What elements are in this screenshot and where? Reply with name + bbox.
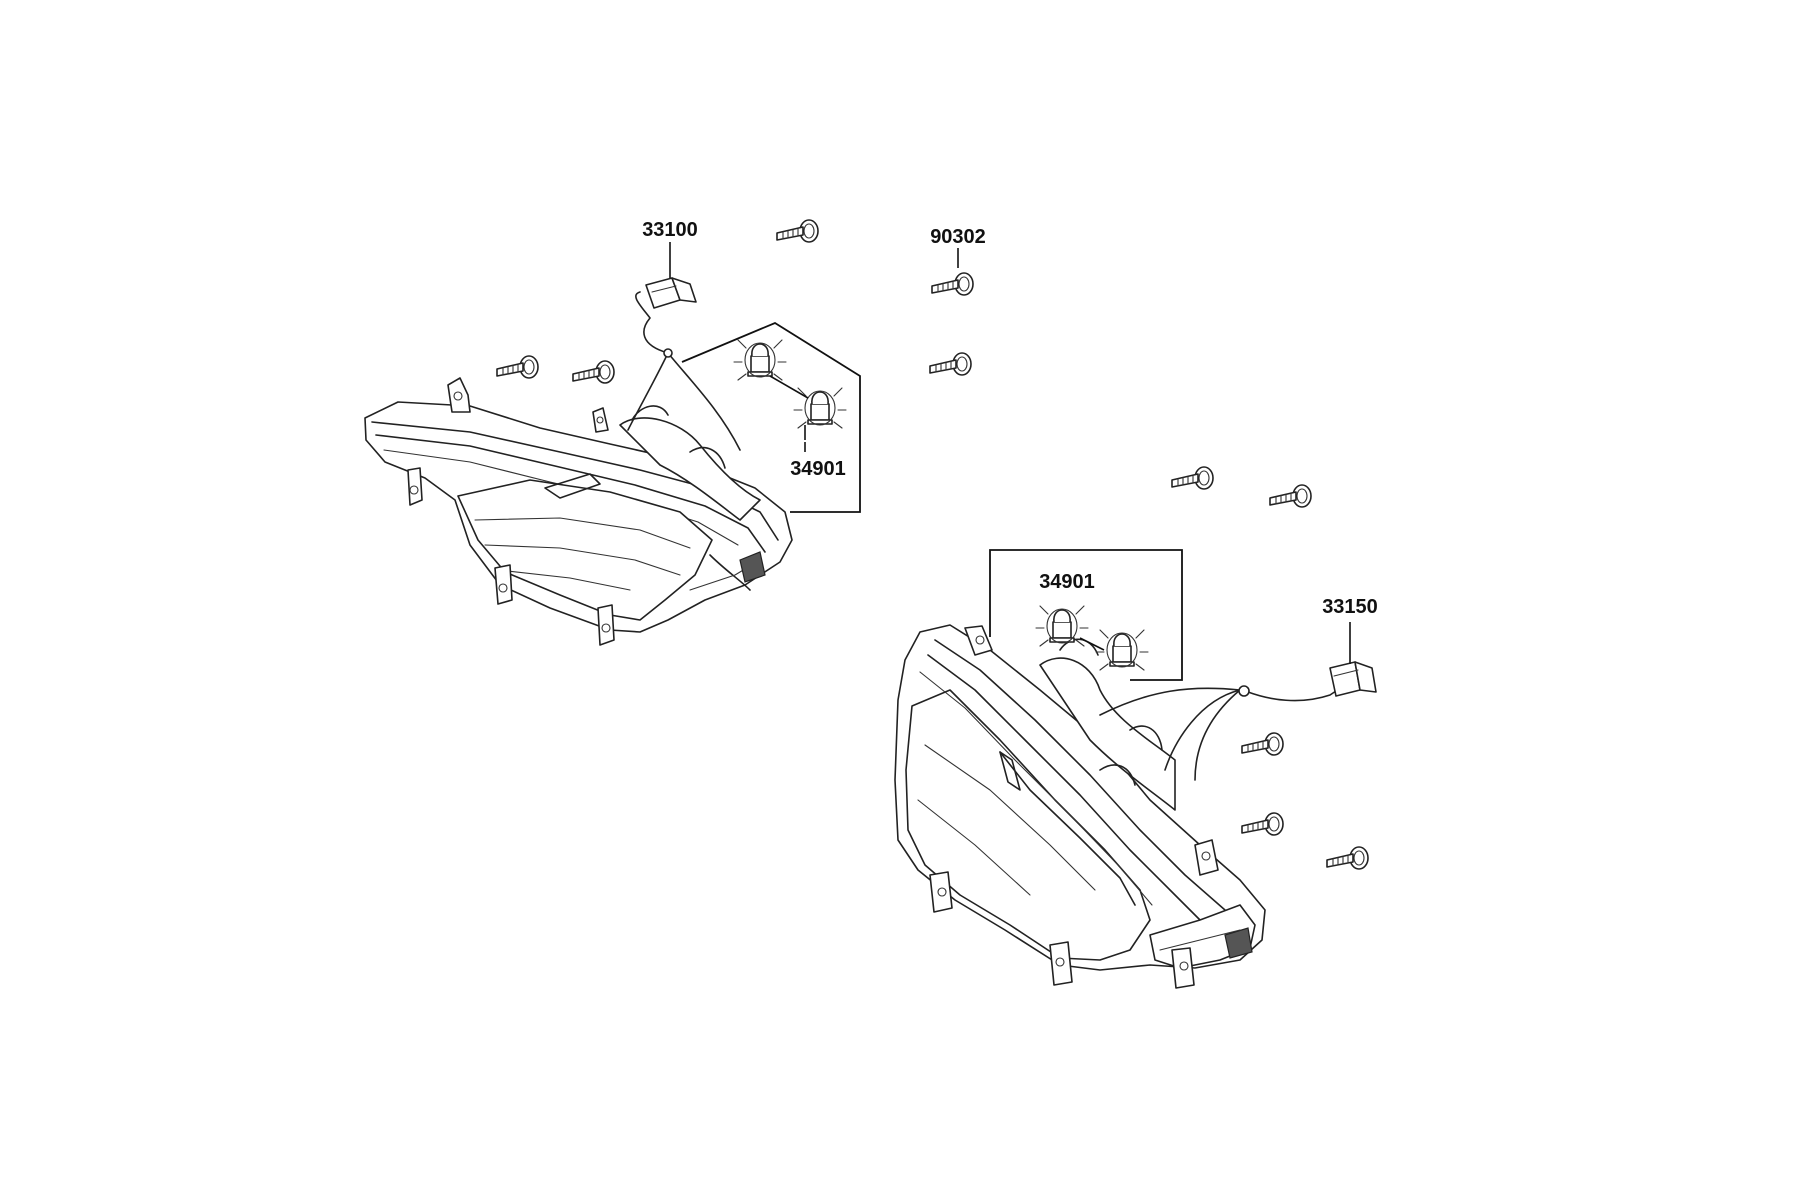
leader-lines [669,242,1351,664]
left-bulbs [733,339,847,440]
right-bulbs [1035,605,1149,671]
label-screw: 90302 [930,226,986,248]
label-wire-left: 33100 [642,219,698,241]
left-tail-light-assembly [364,277,793,646]
right-tail-light-assembly [894,624,1377,989]
left-bulb-bracket [681,321,861,513]
label-bulb-left: 34901 [790,458,846,480]
label-wire-right: 33150 [1322,596,1378,618]
label-bulb-right: 34901 [1039,571,1095,593]
left-screws [496,219,974,384]
part-labels: 33100 90302 34901 34901 33150 [642,219,1378,618]
right-bulb-bracket [989,549,1183,681]
